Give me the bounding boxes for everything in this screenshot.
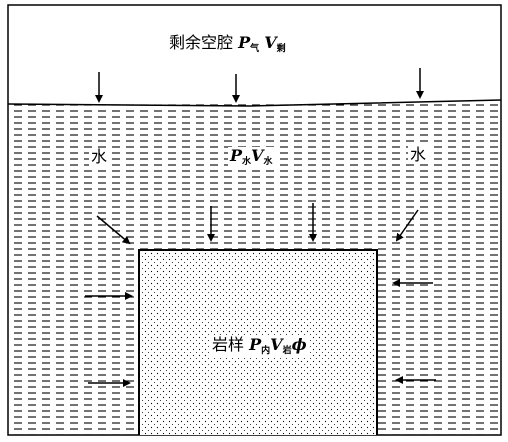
cavity-pressure-arrows (95, 68, 424, 103)
water-p-symbol: P (230, 146, 243, 165)
porosity-symbol: ϕ (291, 335, 307, 354)
rock-v-symbol: V (270, 335, 283, 354)
cavity-p-subscript: 气 (250, 44, 260, 54)
cavity-v-subscript: 剩 (276, 44, 286, 54)
cavity-name: 剩余空腔 (169, 33, 234, 52)
rock-v-subscript: 岩 (282, 346, 292, 356)
water-label-left: 水 (89, 147, 110, 166)
water-v-symbol: V (251, 146, 264, 165)
water-surface (7, 99, 502, 107)
cavity-p-symbol: P (238, 33, 251, 52)
cavity-v-symbol: V (264, 33, 277, 52)
arrow-diag-left (96, 215, 131, 245)
arrow-diag-right (395, 209, 419, 242)
water-p-subscript: 水 (242, 157, 252, 167)
water-v-subscript: 水 (263, 157, 273, 167)
water-pressure-arrows (85, 203, 436, 387)
water-label-right: 水 (408, 145, 429, 164)
rock-p-symbol: P (249, 335, 262, 354)
rock-label: 岩样 P内V岩ϕ (210, 336, 309, 357)
water-pv-label: P水V水 (228, 146, 275, 168)
rock-name: 岩样 (212, 335, 245, 354)
rock-p-subscript: 内 (261, 346, 271, 356)
cavity-label: 剩余空腔 P气 V剩 (169, 35, 286, 54)
